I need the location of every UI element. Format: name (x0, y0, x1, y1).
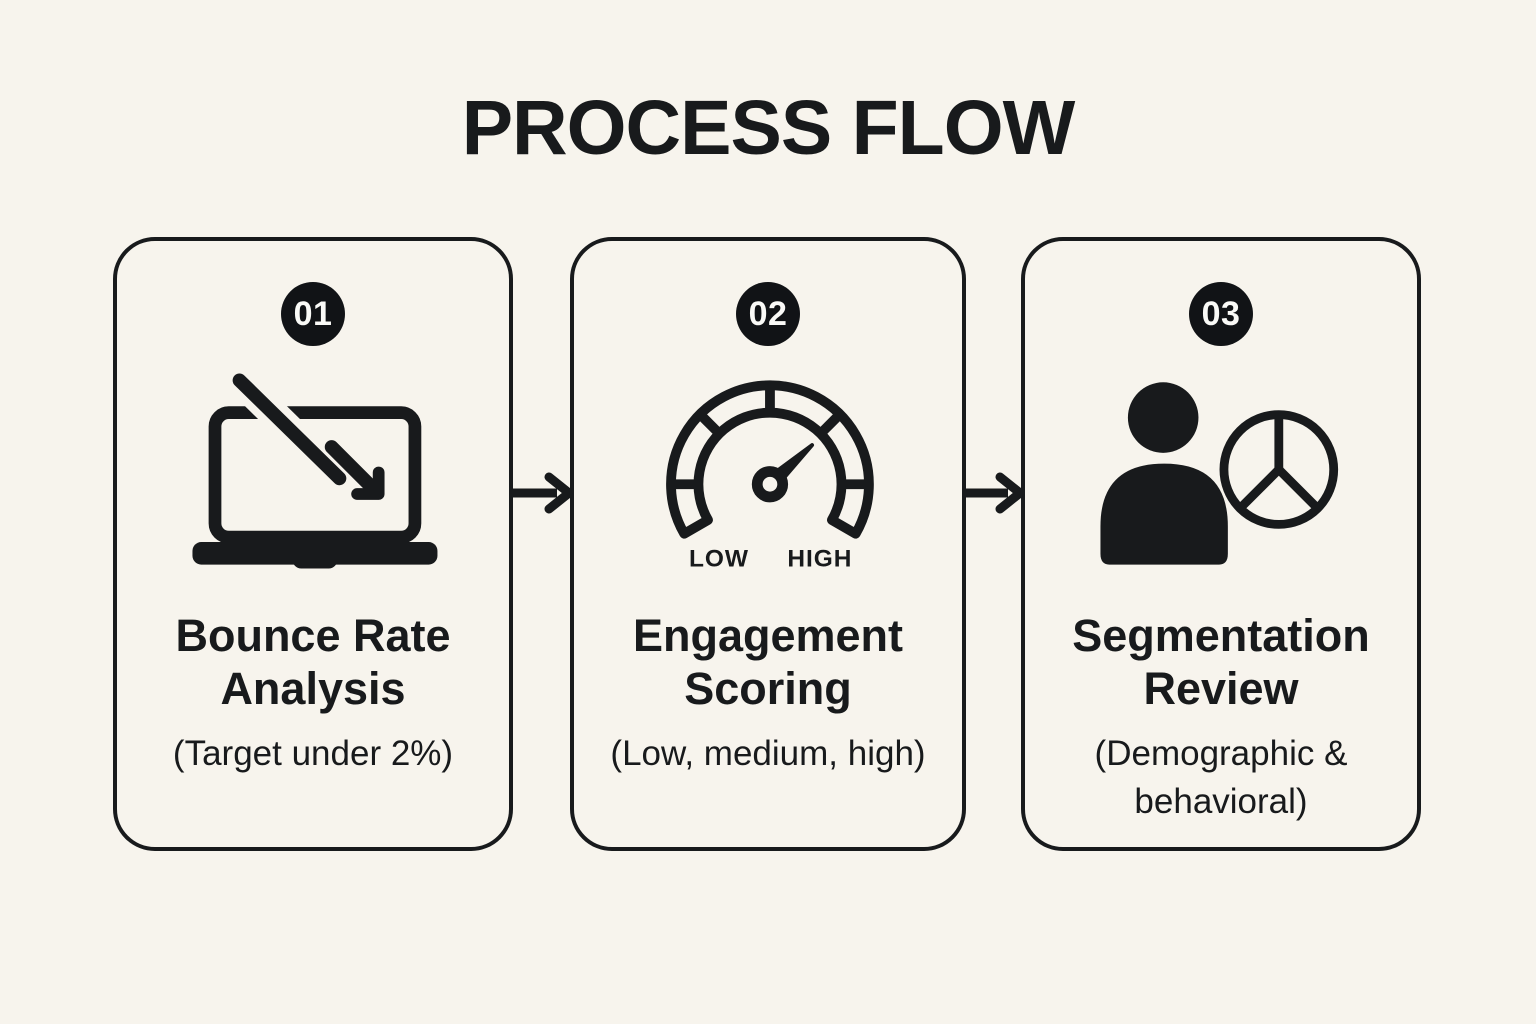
gauge-high-label: HIGH (787, 546, 852, 573)
step-2-title: Engagement Scoring (632, 610, 904, 715)
step-2-subtitle: (Low, medium, high) (610, 734, 926, 773)
step-1-number-badge: 01 (281, 282, 345, 346)
step-3-number-badge: 03 (1189, 282, 1253, 346)
step-card-2: 02 LOW HIGH Engagement Scoring (Low, med… (570, 237, 966, 851)
step-card-3: 03 Segmentation Review (Demographic & be… (1021, 237, 1421, 851)
flow-arrow-icon (510, 472, 574, 514)
step-1-subtitle: (Target under 2%) (172, 734, 454, 773)
page-title: PROCESS FLOW (461, 85, 1076, 171)
gauge-icon: LOW HIGH (666, 380, 874, 573)
step-3-subtitle: (Demographic & behavioral) (1094, 734, 1348, 822)
laptop-declining-trend-icon (192, 359, 438, 569)
person-pie-chart-icon (1100, 382, 1339, 565)
step-3-number: 03 (1201, 294, 1241, 333)
step-1-title: Bounce Rate Analysis (175, 610, 451, 715)
flow-arrow-icon (963, 472, 1025, 514)
step-card-1: 01 Bounce Rate Analysis (Target under 2%… (113, 237, 513, 851)
step-2-number: 02 (748, 294, 788, 333)
step-1-number: 01 (293, 294, 333, 333)
step-3-title: Segmentation Review (1072, 610, 1370, 715)
step-2-number-badge: 02 (736, 282, 800, 346)
gauge-low-label: LOW (689, 546, 749, 573)
